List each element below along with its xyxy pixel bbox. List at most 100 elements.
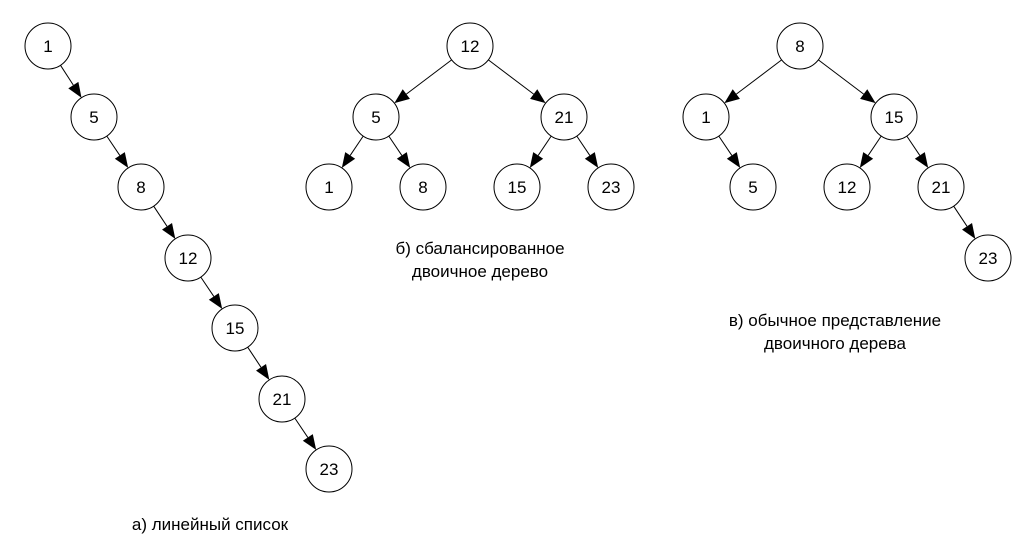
arrow-head-icon — [68, 81, 82, 98]
arrow-head-icon — [859, 152, 874, 168]
caption-balanced-tree: б) сбалансированное двоичное дерево — [330, 237, 630, 283]
edge-a21-a23 — [294, 417, 309, 438]
node-label: 23 — [320, 460, 339, 479]
node-label: 12 — [838, 178, 857, 197]
tree-node: 1 — [305, 163, 353, 211]
tree-node: 1 — [682, 93, 730, 141]
tree-c: 8 1 15 5 12 21 23 — [682, 22, 1012, 282]
node-circle — [870, 93, 918, 141]
arrow-head-icon — [341, 152, 356, 168]
node-circle — [587, 163, 635, 211]
tree-node: 21 — [258, 375, 306, 423]
node-label: 12 — [461, 37, 480, 56]
edge-b21-b23 — [576, 135, 591, 156]
arrow-head-icon — [724, 89, 740, 104]
tree-node: 15 — [870, 93, 918, 141]
arrow-head-icon — [208, 293, 223, 309]
node-circle — [258, 375, 306, 423]
node-label: 23 — [979, 249, 998, 268]
arrow-head-icon — [302, 434, 317, 450]
edge-b5-b8 — [388, 135, 403, 156]
caption-ordinary-tree: в) обычное представление двоичного дерев… — [685, 309, 985, 355]
node-label: 12 — [179, 249, 198, 268]
edge-b12-b5 — [406, 59, 452, 95]
node-label: 5 — [748, 178, 757, 197]
tree-node: 23 — [587, 163, 635, 211]
node-label: 23 — [602, 178, 621, 197]
arrow-head-icon — [256, 364, 270, 380]
node-label: 5 — [371, 108, 380, 127]
node-label: 21 — [555, 108, 574, 127]
node-circle — [964, 234, 1012, 282]
edge-c15-c12 — [867, 135, 882, 156]
caption-line: двоичного дерева — [764, 334, 906, 353]
node-circle — [117, 163, 165, 211]
node-circle — [917, 163, 965, 211]
node-label: 15 — [885, 108, 904, 127]
edge-c15-c21 — [906, 135, 921, 156]
node-circle — [493, 163, 541, 211]
caption-line: а) линейный список — [131, 515, 289, 534]
tree-node: 12 — [446, 22, 494, 70]
node-label: 5 — [89, 108, 98, 127]
arrow-head-icon — [114, 152, 129, 168]
arrow-head-icon — [860, 89, 876, 104]
tree-node: 1 — [24, 22, 72, 70]
node-circle — [540, 93, 588, 141]
node-circle — [305, 163, 353, 211]
node-label: 1 — [324, 178, 333, 197]
node-circle — [70, 93, 118, 141]
arrow-head-icon — [914, 152, 929, 168]
tree-node: 23 — [964, 234, 1012, 282]
node-circle — [211, 304, 259, 352]
edge-a8-a12 — [153, 205, 168, 227]
node-circle — [24, 22, 72, 70]
node-label: 8 — [418, 178, 427, 197]
node-label: 1 — [43, 37, 52, 56]
arrow-head-icon — [162, 223, 176, 239]
node-circle — [729, 163, 777, 211]
edge-c8-c1 — [736, 59, 782, 95]
node-circle — [399, 163, 447, 211]
arrow-head-icon — [394, 89, 410, 104]
edge-a1-a5 — [60, 65, 74, 86]
tree-node: 8 — [117, 163, 165, 211]
node-circle — [446, 22, 494, 70]
tree-node: 12 — [823, 163, 871, 211]
tree-node: 15 — [211, 304, 259, 352]
tree-node: 5 — [352, 93, 400, 141]
arrow-head-icon — [396, 152, 411, 168]
arrow-head-icon — [962, 223, 976, 239]
node-label: 8 — [795, 37, 804, 56]
node-circle — [682, 93, 730, 141]
edge-b5-b1 — [349, 135, 364, 156]
tree-node: 5 — [70, 93, 118, 141]
edge-c8-c15 — [818, 59, 864, 95]
arrow-head-icon — [530, 89, 546, 104]
edge-b12-b21 — [488, 59, 534, 95]
tree-node: 21 — [917, 163, 965, 211]
tree-node: 23 — [305, 445, 353, 493]
caption-line: двоичное дерево — [411, 262, 549, 281]
edge-a5-a8 — [106, 135, 121, 156]
node-circle — [776, 22, 824, 70]
arrow-head-icon — [529, 152, 544, 168]
edge-a12-a15 — [200, 276, 215, 297]
edge-b21-b15 — [537, 135, 552, 156]
caption-line: б) сбалансированное — [395, 239, 565, 258]
tree-node: 5 — [729, 163, 777, 211]
node-circle — [823, 163, 871, 211]
node-label: 15 — [508, 178, 527, 197]
node-label: 21 — [932, 178, 951, 197]
arrow-head-icon — [584, 152, 599, 168]
caption-line: в) обычное представление — [728, 311, 942, 330]
node-label: 15 — [226, 319, 245, 338]
node-label: 1 — [701, 108, 710, 127]
tree-node: 15 — [493, 163, 541, 211]
caption-linear-list: а) линейный список — [60, 513, 360, 536]
node-circle — [352, 93, 400, 141]
edge-c21-c23 — [953, 205, 968, 227]
